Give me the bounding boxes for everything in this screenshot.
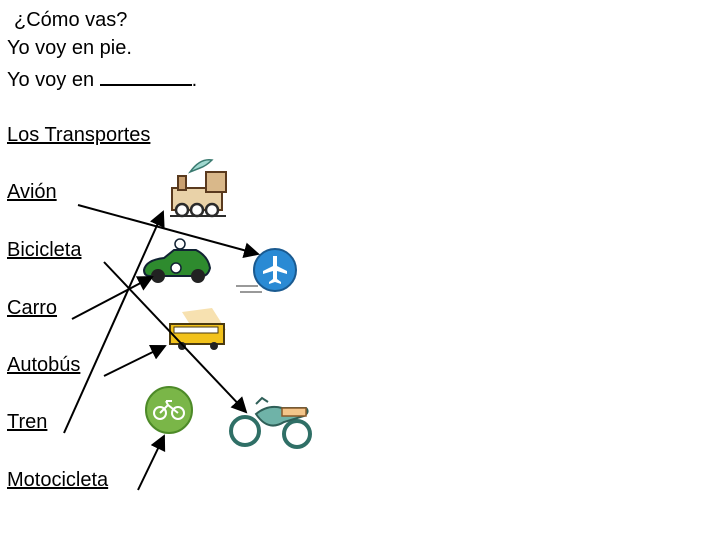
word-motocicleta[interactable]: Motocicleta [7, 469, 109, 491]
train-icon[interactable] [170, 159, 227, 218]
match-line-tren [63, 210, 165, 434]
sentence-walk: Yo voy en pie. [7, 37, 132, 59]
section-title: Los Transportes [7, 124, 151, 146]
school-bus-icon[interactable] [169, 308, 226, 350]
match-line-avion [77, 204, 260, 259]
race-car-icon[interactable] [142, 238, 212, 283]
match-line-bicicleta [103, 261, 248, 414]
airplane-icon[interactable] [236, 248, 297, 293]
bicycle-icon[interactable] [145, 386, 193, 434]
match-line-motocicleta [137, 434, 166, 491]
word-avion[interactable]: Avión [7, 181, 57, 203]
word-carro[interactable]: Carro [7, 297, 58, 319]
word-autobus[interactable]: Autobús [7, 354, 81, 376]
answer-blank[interactable] [99, 66, 192, 86]
word-bicicleta[interactable]: Bicicleta [7, 239, 82, 261]
matching-lines [63, 204, 260, 491]
sentence-prefix: Yo voy en [7, 69, 95, 91]
sentence-blank: Yo voy en . [7, 66, 197, 92]
motorcycle-icon[interactable] [229, 396, 312, 449]
question-text: ¿Cómo vas? [14, 9, 128, 31]
word-tren[interactable]: Tren [7, 411, 48, 433]
match-line-carro [71, 276, 154, 320]
sentence-suffix: . [191, 69, 198, 91]
match-line-autobus [103, 344, 167, 377]
